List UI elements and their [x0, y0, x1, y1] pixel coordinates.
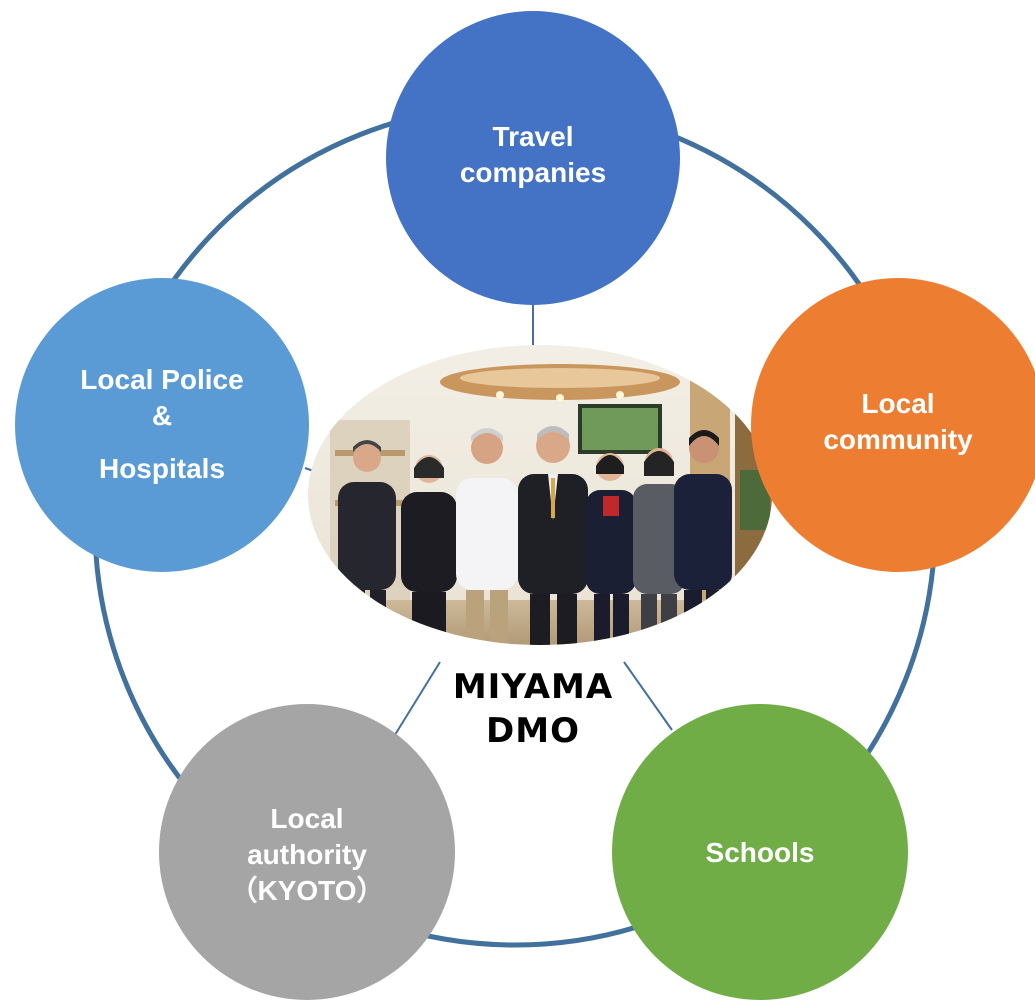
spoke-authority	[392, 661, 441, 739]
node-authority-circle	[159, 704, 455, 1000]
node-authority-line3: （KYOTO）	[229, 874, 384, 906]
node-travel-circle	[386, 11, 680, 305]
node-travel-line1: Travel	[493, 121, 574, 152]
node-police-line1: Local Police	[80, 364, 243, 395]
team-photo	[308, 345, 772, 645]
center-label-line1: MIYAMA	[453, 667, 613, 707]
node-travel-companies: Travel companies	[386, 11, 680, 305]
spoke-schools	[623, 661, 673, 731]
node-authority-line2: authority	[247, 839, 367, 870]
center-label-line2: DMO	[486, 711, 580, 751]
node-community-line2: community	[823, 424, 973, 455]
node-local-police-hospitals: Local Police & Hospitals	[15, 278, 309, 572]
node-local-community: Local community	[751, 278, 1035, 572]
node-schools: Schools	[612, 704, 908, 1000]
node-police-line2: &	[152, 400, 172, 431]
node-community-line1: Local	[861, 388, 934, 419]
node-travel-line2: companies	[460, 157, 606, 188]
node-local-authority: Local authority （KYOTO）	[159, 704, 455, 1000]
node-police-line3: Hospitals	[99, 453, 225, 484]
node-police-circle	[15, 278, 309, 572]
node-community-circle	[751, 278, 1035, 572]
node-schools-circle	[612, 704, 908, 1000]
node-authority-line1: Local	[270, 803, 343, 834]
node-schools-line1: Schools	[706, 837, 815, 868]
